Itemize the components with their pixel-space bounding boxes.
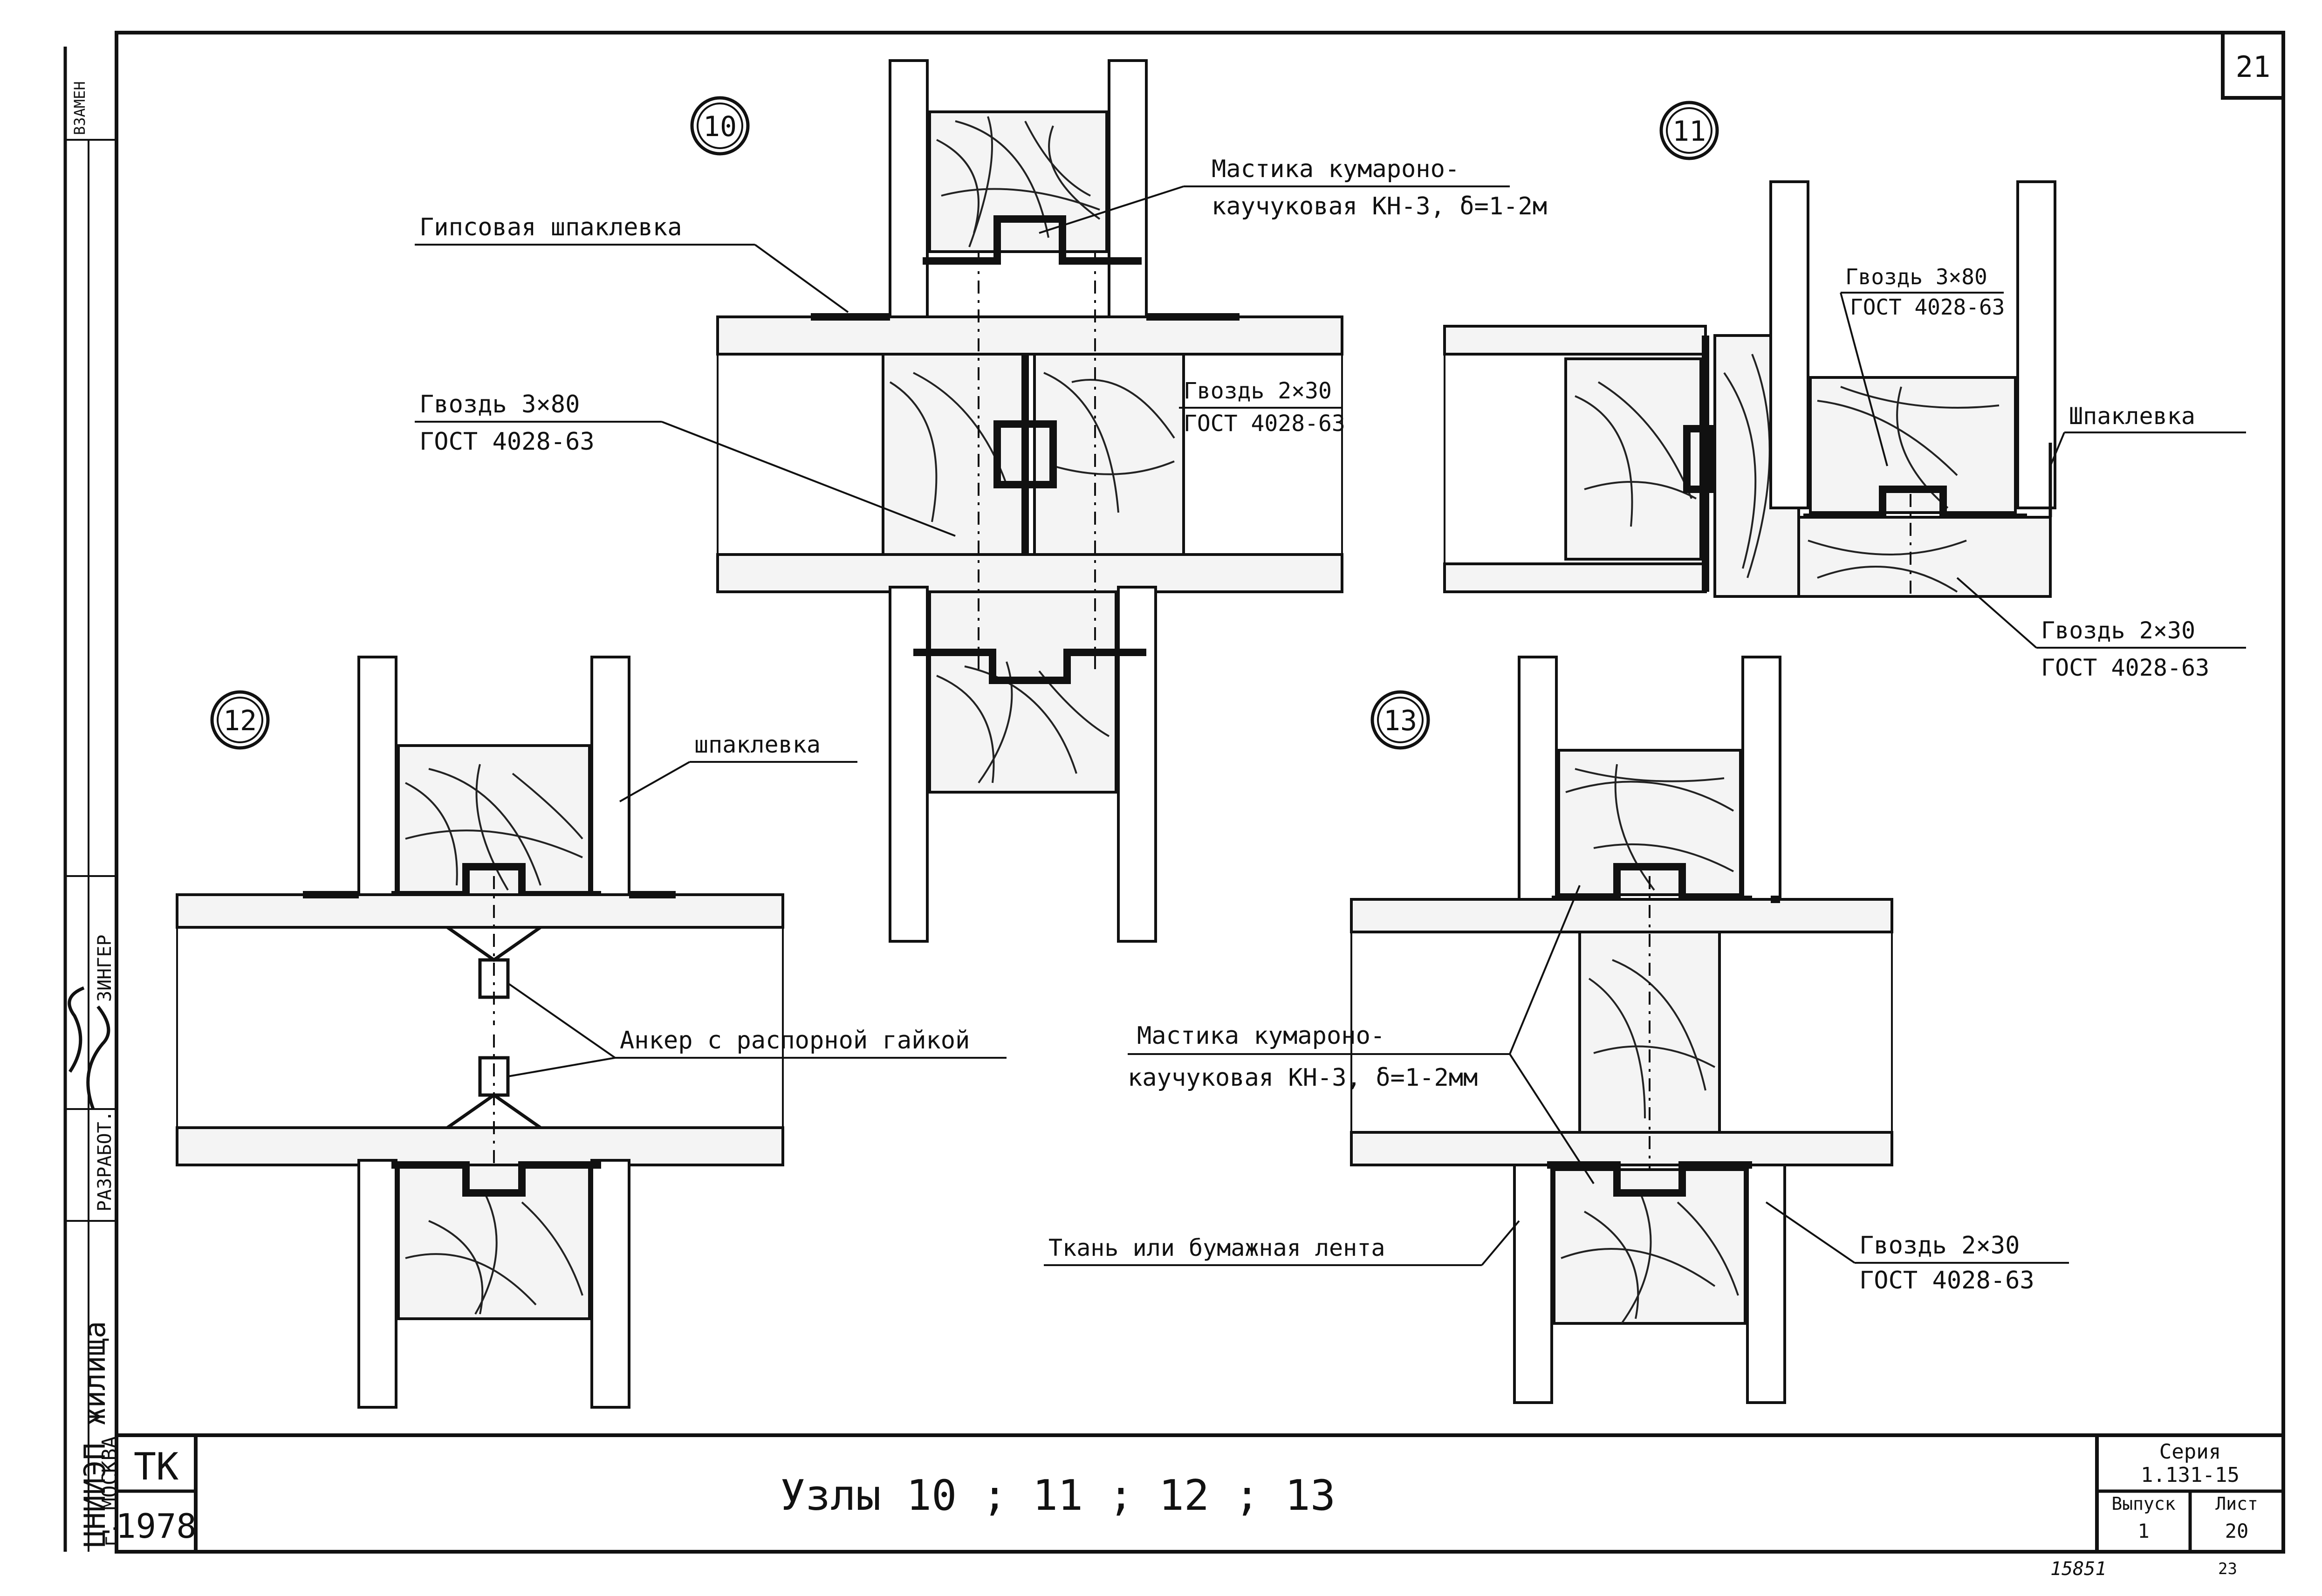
n11-nail-big-2: ГОСТ 4028-63: [1850, 295, 2005, 320]
n13-nail-small-2: ГОСТ 4028-63: [1859, 1267, 2034, 1295]
sheet-label: Лист: [2215, 1493, 2258, 1514]
margin-top-label: ВЗАМЕН: [71, 81, 89, 135]
node-12-marker: 12: [210, 690, 270, 750]
archive-page: 23: [2218, 1560, 2237, 1578]
n11-nail-big-1: Гвоздь 3×80: [1845, 264, 1987, 289]
sheet-title: Узлы 10 ; 11 ; 12 ; 13: [780, 1471, 1336, 1520]
developer-name: ЗИНГЕР: [94, 935, 116, 1002]
node-13-number: 13: [1384, 705, 1417, 737]
signature: [68, 986, 110, 1110]
n13-nail-small-1: Гвоздь 2×30: [1859, 1232, 2020, 1260]
issue-value: 1: [2137, 1520, 2149, 1542]
n10-gypsum-label: Гипсовая шпаклевка: [419, 213, 682, 241]
node-12-number: 12: [223, 705, 257, 737]
node-12-drawing: [176, 656, 784, 1409]
n11-nail-small-2: ГОСТ 4028-63: [2041, 654, 2209, 681]
n13-mastic-line2: каучуковая КН-3, δ=1-2мм: [1128, 1064, 1478, 1092]
series-label: Серия: [2159, 1440, 2221, 1464]
sheet-value: 20: [2225, 1520, 2249, 1542]
node-10-number: 10: [703, 110, 737, 143]
node-11-marker: 11: [1659, 101, 1719, 160]
node-10-drawing: [716, 59, 1343, 943]
n10-nail-small-1: Гвоздь 2×30: [1184, 378, 1332, 404]
node-13-drawing: [1350, 656, 1893, 1404]
n13-tape: Ткань или бумажная лента: [1048, 1234, 1385, 1261]
stamp-code: ТК: [134, 1445, 178, 1488]
page-number: 21: [2236, 50, 2271, 84]
n10-nail-small-2: ГОСТ 4028-63: [1184, 411, 1345, 437]
node-11-drawing: [1443, 180, 2056, 598]
n12-putty: шпаклевка: [694, 731, 821, 758]
n10-nail-big-2: ГОСТ 4028-63: [419, 428, 595, 456]
sheet-frame: [63, 31, 2285, 1554]
n10-mastic-line1: Мастика кумароно-: [1212, 155, 1459, 183]
n10-mastic-line2: каучуковая КН-3, δ=1-2м: [1212, 192, 1547, 220]
n10-nail-big-1: Гвоздь 3×80: [419, 390, 580, 418]
archive-number: 15851: [2050, 1558, 2106, 1580]
node-11-number: 11: [1672, 115, 1706, 148]
n11-nail-small-1: Гвоздь 2×30: [2041, 617, 2195, 644]
org-name: ЦНИИЭП жилища: [78, 1321, 112, 1547]
developer-role: РАЗРАБОТ.: [94, 1110, 116, 1212]
n13-mastic-line1: Мастика кумароно-: [1137, 1022, 1385, 1050]
series-value: 1.131-15: [2141, 1463, 2240, 1487]
org-city: г. МОСКВА: [98, 1436, 122, 1547]
issue-label: Выпуск: [2111, 1493, 2175, 1514]
n12-anchor: Анкер с распорной гайкой: [620, 1027, 970, 1055]
stamp-year: 1978: [116, 1507, 196, 1546]
node-13-marker: 13: [1370, 690, 1430, 750]
node-10-marker: 10: [690, 96, 750, 156]
n11-putty: Шпаклевка: [2069, 403, 2195, 430]
